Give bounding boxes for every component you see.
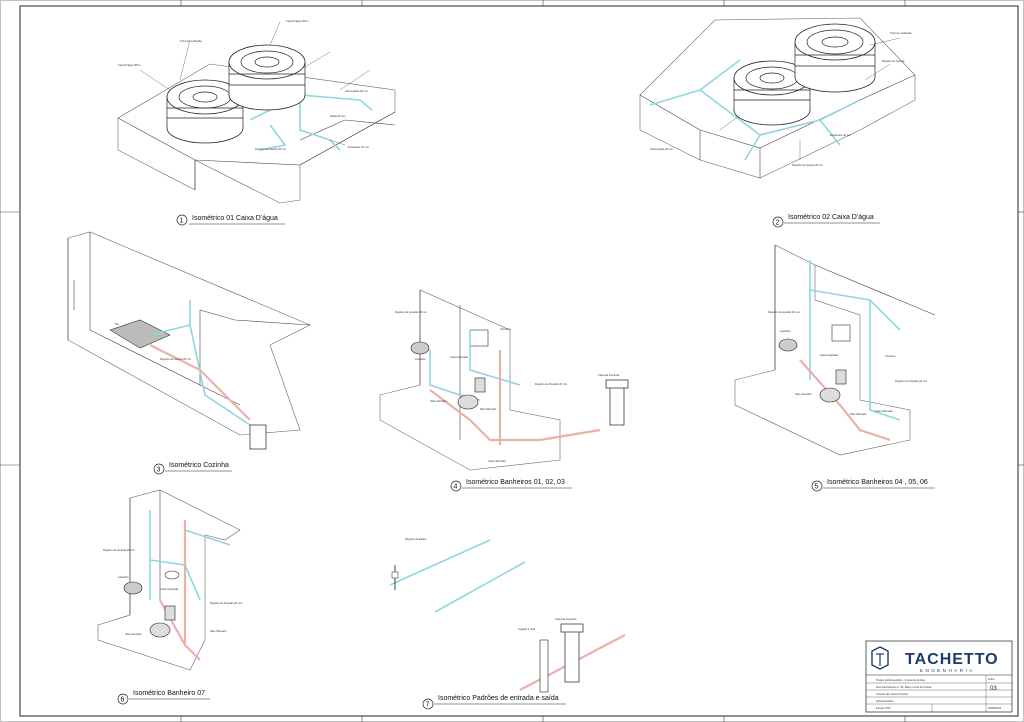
annotation: Ralo Sifonado <box>210 629 227 633</box>
sheet-date: 20/08/2023 <box>988 706 1002 710</box>
annotation: Tubo de ventilação <box>180 39 202 43</box>
annotation: Registro de pressão 20 mm <box>103 548 135 552</box>
annotation: Lavatório <box>415 357 426 361</box>
company-name: TACHETTO <box>905 651 999 668</box>
annotation: Vaso Sanitário <box>795 392 812 396</box>
sheet-number: 03 <box>990 686 997 692</box>
tank-left <box>166 79 244 144</box>
annotation: Lavatório <box>118 575 129 579</box>
svg-text:Isométrico 02 Caixa D'água: Isométrico 02 Caixa D'água <box>788 214 874 221</box>
annotation: Caixa de Inspeção <box>555 617 577 621</box>
annotation: Alimentação 25 mm <box>650 147 673 151</box>
sheet-label: Folha <box>988 677 995 681</box>
annotation: Chuveiro <box>500 327 511 331</box>
title-block: TACHETTO ENGENHARIA Projeto Hidrossanitá… <box>865 640 1013 713</box>
project-author: Hidrossanitário <box>876 699 894 703</box>
svg-text:Isométrico Banheiros 01, 02, 0: Isométrico Banheiros 01, 02, 03 <box>466 479 565 486</box>
svg-text:3: 3 <box>157 467 161 474</box>
svg-text:2: 2 <box>776 220 780 227</box>
project-owner: Jonatan dos Santos Pereira <box>876 692 909 696</box>
annotation: Alimentação 25 mm <box>345 89 368 93</box>
annotation: Registro de Esfera <box>405 537 427 541</box>
view-3-kitchen: Registro de Gaveta 25 mm Pia 3 Isométric… <box>67 231 311 475</box>
svg-text:Isométrico Cozinha: Isométrico Cozinha <box>169 462 229 469</box>
view-7-entry-exit: Registro de Esfera Caixa de Inspeção Lig… <box>389 537 626 710</box>
view-2-caption: 2 Isométrico 02 Caixa D'água <box>772 214 880 228</box>
annotation: Caixa D'água 500 L <box>118 63 141 67</box>
annotation: Registro de Gaveta 25 mm <box>160 357 191 361</box>
sheet-frame <box>19 5 1019 717</box>
company-logo <box>871 646 889 670</box>
tank-right <box>228 44 306 111</box>
annotation: Registro de pressão 20 mm <box>395 310 427 314</box>
project-address: Rua Saul Damaro nº 36, Bairro Costa do A… <box>876 685 932 689</box>
annotation: Ligação à rede <box>518 627 536 631</box>
annotation: Caixa de Inspeção <box>598 373 620 377</box>
svg-text:Isométrico Banheiros 04 , 05,: Isométrico Banheiros 04 , 05, 06 <box>827 479 928 486</box>
annotation: Registro de pressão 20 mm <box>768 310 800 314</box>
annotation: Registro de Pressão 20 mm <box>210 601 242 605</box>
annotation: Registro de Gaveta <box>882 59 905 63</box>
annotation: Tubo de ventilação <box>890 31 912 35</box>
annotation: Vaso Sanitário <box>125 632 142 636</box>
view-5-caption: 5 Isométrico Banheiros 04 , 05, 06 <box>811 479 935 492</box>
annotation: Registro de Pressão 20 mm <box>535 382 567 386</box>
annotation: Caixa Sifonada <box>488 459 506 463</box>
annotation: Caixa Acoplada <box>160 587 179 591</box>
view-3-caption: 3 Isométrico Cozinha <box>153 462 232 475</box>
annotation: Caixa Sifonada <box>875 409 893 413</box>
view-1-water-tanks: Caixa D'água 500 L Caixa D'água 500 L Tu… <box>117 19 396 226</box>
annotation: Registro de Gaveta 25 mm <box>792 163 823 167</box>
annotation: Registro de Gaveta 25 mm <box>255 147 286 151</box>
tank-front <box>733 60 811 126</box>
svg-text:4: 4 <box>454 484 458 491</box>
svg-text:Isométrico Banheiro 07: Isométrico Banheiro 07 <box>133 690 205 697</box>
sheet-scale: Escala: 1/50 <box>876 706 891 710</box>
view-4-bathrooms-01-03: Registro de pressão 20 mm Lavatório Caix… <box>379 289 629 492</box>
svg-text:6: 6 <box>121 697 125 704</box>
annotation: Extravasor 32 mm <box>830 133 851 137</box>
svg-text:5: 5 <box>815 484 819 491</box>
annotation: Saída 25 mm <box>330 114 345 118</box>
annotation: Lavatório <box>780 329 791 333</box>
svg-text:Isométrico 01 Caixa D'água: Isométrico 01 Caixa D'água <box>192 215 278 222</box>
annotation: Caixa Acoplada <box>820 353 839 357</box>
tank-back <box>794 23 876 93</box>
annotation: Pia <box>115 322 119 326</box>
company-tagline: ENGENHARIA <box>920 668 975 673</box>
svg-text:7: 7 <box>426 702 430 709</box>
annotation: Caixa D'água 500 L <box>286 19 309 23</box>
view-6-caption: 6 Isométrico Banheiro 07 <box>117 690 210 705</box>
view-1-caption: 1 Isométrico 01 Caixa D'água <box>176 214 285 226</box>
annotation: Extravasor 32 mm <box>348 145 369 149</box>
annotation: Ralo Sifonado <box>480 407 497 411</box>
annotation: Caixa Acoplada <box>450 355 469 359</box>
view-2-water-tanks: Tubo de ventilação Registro de Gaveta Al… <box>639 17 916 228</box>
annotation: Ralo Sifonado <box>850 412 867 416</box>
view-5-bathrooms-04-06: Registro de pressão 20 mm Lavatório Caix… <box>734 244 936 492</box>
annotation: Vaso Sanitário <box>430 399 447 403</box>
annotation: Chuveiro <box>885 354 896 358</box>
view-7-caption: 7 Isométrico Padrões de entrada e saída <box>422 695 566 710</box>
project-name: Projeto Hidrossanitário - Costas do Amba… <box>876 678 926 682</box>
annotation: Registro de Pressão 20 mm <box>895 379 927 383</box>
view-4-caption: 4 Isométrico Banheiros 01, 02, 03 <box>450 479 572 492</box>
svg-text:Isométrico Padrões de entrada: Isométrico Padrões de entrada e saída <box>438 695 559 702</box>
view-6-bathroom-07: Registro de pressão 20 mm Lavatório Caix… <box>97 489 242 705</box>
svg-text:1: 1 <box>180 218 184 225</box>
